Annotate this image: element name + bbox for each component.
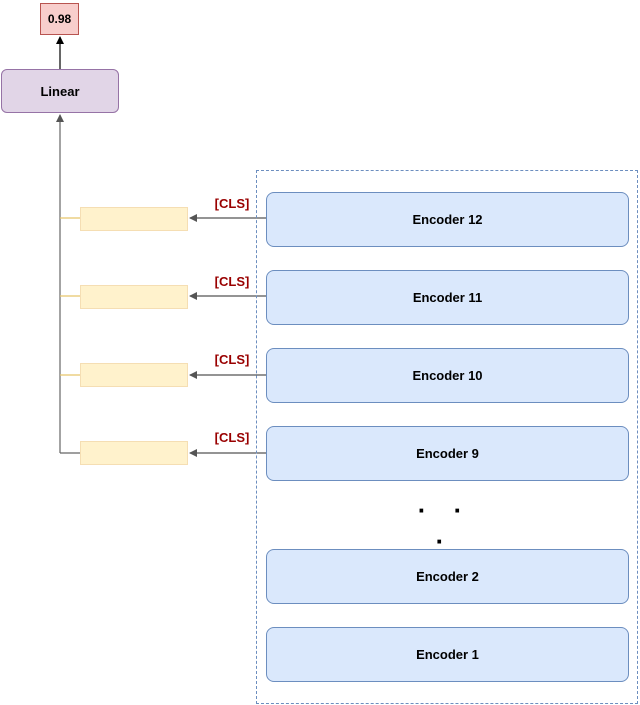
cls-label-9: [CLS] — [214, 430, 250, 445]
cls-feature-box-12 — [80, 207, 188, 231]
ellipsis: · · · — [417, 495, 473, 556]
encoder-12-box: Encoder 12 — [266, 192, 629, 247]
encoder-9-box: Encoder 9 — [266, 426, 629, 481]
cls-feature-box-10 — [80, 363, 188, 387]
cls-label-11: [CLS] — [214, 274, 250, 289]
output-score-box: 0.98 — [40, 3, 79, 35]
cls-feature-box-11 — [80, 285, 188, 309]
encoder-10-box: Encoder 10 — [266, 348, 629, 403]
encoder-2-box: Encoder 2 — [266, 549, 629, 604]
encoder-1-box: Encoder 1 — [266, 627, 629, 682]
linear-layer-box: Linear — [1, 69, 119, 113]
encoder-stack-container — [256, 170, 638, 704]
cls-feature-box-9 — [80, 441, 188, 465]
encoder-11-box: Encoder 11 — [266, 270, 629, 325]
cls-label-12: [CLS] — [214, 196, 250, 211]
cls-label-10: [CLS] — [214, 352, 250, 367]
